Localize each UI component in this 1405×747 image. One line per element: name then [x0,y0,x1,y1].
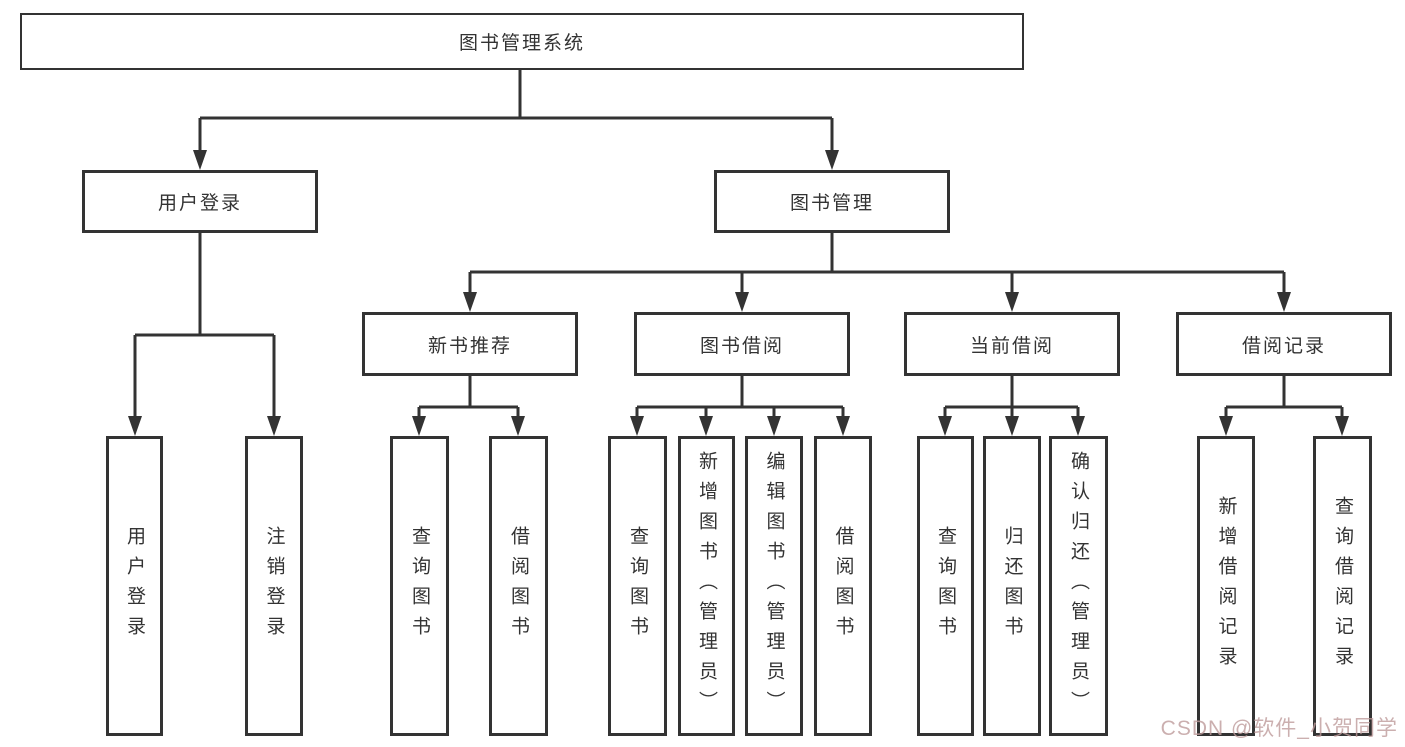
leaf-add-borrow-record-label: 新增借阅记录 [1215,496,1237,676]
node-system-root: 图书管理系统 [20,13,1024,70]
csdn-watermark: CSDN @软件_小贺同学 [1160,717,1398,740]
node-user-login-label: 用户登录 [157,193,242,214]
leaf-confirm-return-admin-label: 确认归还（管理员） [1068,451,1089,721]
leaf-add-books-admin-label: 新增图书（管理员） [696,451,717,721]
leaf-confirm-return-admin: 确认归还（管理员） [1049,436,1108,736]
leaf-query-borrow-record-label: 查询借阅记录 [1332,496,1353,676]
connector-current-borrow-children [938,376,1085,436]
connector-user-login-children [128,233,281,436]
node-borrow-records: 借阅记录 [1176,312,1392,376]
connector-book-management-children [463,233,1291,312]
leaf-query-books-2-label: 查询图书 [627,526,648,646]
leaf-query-books-3-label: 查询图书 [935,526,956,646]
node-user-login: 用户登录 [82,170,318,233]
node-system-root-label: 图书管理系统 [458,33,585,54]
leaf-query-books-3: 查询图书 [917,436,974,736]
leaf-add-borrow-record: 新增借阅记录 [1197,436,1255,736]
node-book-borrow-label: 图书借阅 [699,335,784,357]
connector-new-book-children [412,376,525,436]
leaf-query-books-1-label: 查询图书 [409,526,430,646]
leaf-logout: 注销登录 [245,436,303,736]
leaf-borrow-books-2-label: 借阅图书 [832,526,854,646]
leaf-return-books-label: 归还图书 [1001,526,1023,646]
leaf-query-books-2: 查询图书 [608,436,667,736]
node-book-management: 图书管理 [714,170,950,233]
node-book-management-label: 图书管理 [789,193,874,214]
leaf-edit-books-admin: 编辑图书（管理员） [745,436,803,736]
node-borrow-records-label: 借阅记录 [1241,335,1326,357]
node-new-book-recommend: 新书推荐 [362,312,578,376]
connector-book-borrow-children [630,376,850,436]
leaf-user-login-label: 用户登录 [124,526,145,646]
leaf-edit-books-admin-label: 编辑图书（管理员） [763,451,785,721]
leaf-borrow-books-1-label: 借阅图书 [508,526,529,646]
node-current-borrow: 当前借阅 [904,312,1120,376]
leaf-logout-label: 注销登录 [263,526,285,646]
leaf-borrow-books-2: 借阅图书 [814,436,872,736]
leaf-add-books-admin: 新增图书（管理员） [678,436,735,736]
node-current-borrow-label: 当前借阅 [969,335,1054,357]
node-book-borrow: 图书借阅 [634,312,850,376]
node-new-book-recommend-label: 新书推荐 [427,335,512,357]
leaf-query-books-1: 查询图书 [390,436,449,736]
leaf-return-books: 归还图书 [983,436,1041,736]
connector-borrow-records-children [1219,376,1349,436]
leaf-query-borrow-record: 查询借阅记录 [1313,436,1372,736]
connector-root-to-level2 [193,70,839,170]
leaf-borrow-books-1: 借阅图书 [489,436,548,736]
leaf-user-login: 用户登录 [106,436,163,736]
